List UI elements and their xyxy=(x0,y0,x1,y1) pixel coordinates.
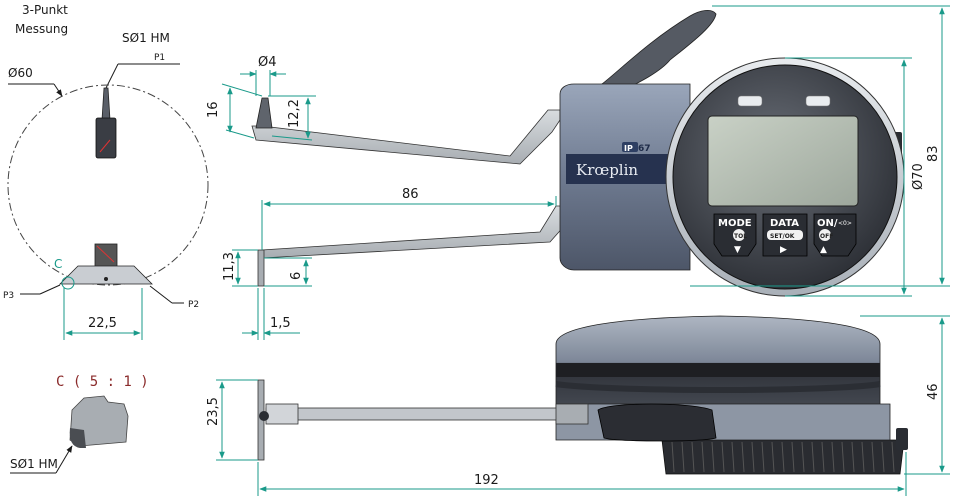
side-lever xyxy=(597,403,717,442)
circle-dia-label: Ø60 xyxy=(8,66,33,80)
dim-point-spacing-label: 22,5 xyxy=(88,316,117,331)
on-off-button[interactable]: ON/ <0> OFF ▲ xyxy=(813,213,857,257)
dim-arm-length-label: 86 xyxy=(402,187,419,202)
play-icon: ▶ xyxy=(780,245,787,255)
measure-label-line2: Messung xyxy=(15,22,68,36)
brand-label: Krœplin xyxy=(576,161,638,179)
bottom-probe xyxy=(59,243,153,290)
measure-circle xyxy=(7,84,209,286)
measure-label-line1: 3-Punkt xyxy=(22,3,68,17)
dim-tip-length-label: 12,2 xyxy=(287,99,302,128)
dim-jaw-height-label: 11,3 xyxy=(222,252,237,281)
dim-jaw-gap-label: 6 xyxy=(289,272,304,280)
detail-c: C ( 5 : 1 ) SØ1 HM xyxy=(10,374,149,474)
front-view-dimensions: Ø4 16 12,2 86 11,3 6 1,5 Ø7 xyxy=(206,5,950,340)
ip-number: 67 xyxy=(638,144,651,154)
p1-leader xyxy=(105,63,119,89)
mode-button-label: MODE xyxy=(718,218,752,229)
on-button-label: ON/ xyxy=(817,218,838,229)
dim-body-depth-label: 46 xyxy=(926,383,941,400)
dim-overall-length-label: 192 xyxy=(474,473,499,488)
side-view-dimensions: 46 23,5 192 xyxy=(206,315,950,496)
lower-arm xyxy=(261,205,567,259)
dim-probe-width-label: 23,5 xyxy=(206,397,221,426)
caliper-side-view xyxy=(257,315,908,475)
down-arrow-icon: ▼ xyxy=(734,245,741,255)
up-arrow-icon: ▲ xyxy=(820,245,827,255)
dim-overall-height-label: 83 xyxy=(926,145,941,162)
three-point-schematic: 3-Punkt Messung SØ1 HM P1 Ø60 C P3 P2 xyxy=(3,3,209,340)
p1-label: P1 xyxy=(154,53,165,63)
detail-title: C ( 5 : 1 ) xyxy=(56,374,149,390)
zero-label: <0> xyxy=(838,220,852,227)
caliper-front-view: IP 67 Krœplin MODE TOL ▼ DATA SET/OK ▶ xyxy=(251,10,905,297)
data-button[interactable]: DATA SET/OK ▶ xyxy=(762,213,808,257)
p3-label: P3 xyxy=(3,291,14,301)
dim-jaw-thickness-label: 1,5 xyxy=(270,316,291,331)
dim-tip-height-label: 16 xyxy=(206,101,221,118)
p2-label: P2 xyxy=(188,300,199,310)
sphere-label-bottom: SØ1 HM xyxy=(10,457,58,471)
lever-handle xyxy=(601,10,717,93)
lower-jaw xyxy=(257,249,265,287)
data-button-label: DATA xyxy=(770,218,799,229)
mode-button[interactable]: MODE TOL ▼ xyxy=(713,213,757,257)
sphere-label-top: SØ1 HM xyxy=(122,31,170,45)
side-arm xyxy=(265,407,579,421)
top-probe xyxy=(95,87,117,159)
upper-tip xyxy=(255,97,273,129)
ip-badge: IP xyxy=(624,144,633,153)
off-label: OFF xyxy=(820,233,833,240)
dim-dial-dia-label: Ø70 xyxy=(911,163,926,190)
data-button-sub: SET/OK xyxy=(770,233,795,240)
dim-tip-dia-label: Ø4 xyxy=(258,55,277,70)
detail-marker: C xyxy=(54,257,62,271)
lcd-display xyxy=(707,115,859,207)
mode-button-sub: TOL xyxy=(734,233,747,240)
